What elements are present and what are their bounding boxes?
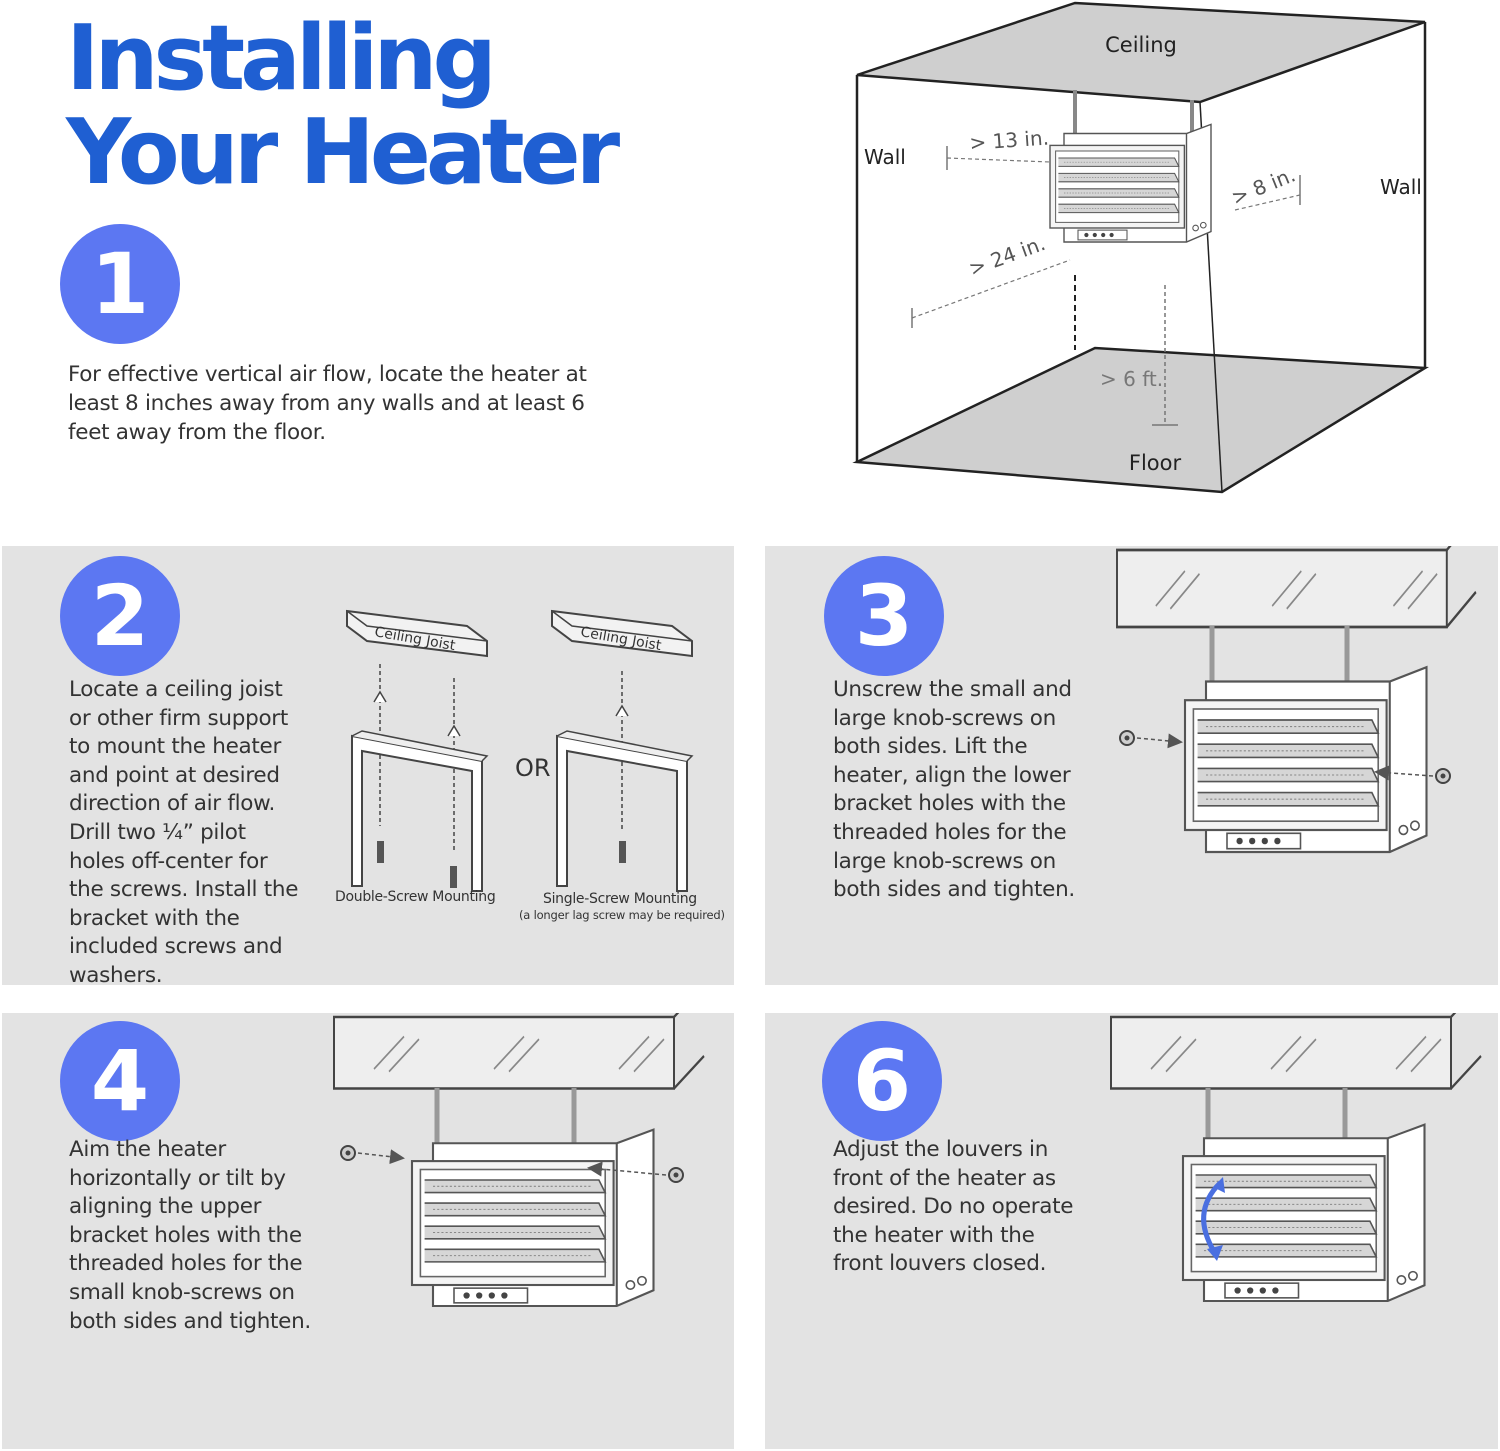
step-2-badge: 2 xyxy=(60,556,180,676)
room-heater xyxy=(1049,123,1212,243)
or-label: OR xyxy=(515,754,551,782)
louver-rotate-arrow xyxy=(1201,1181,1222,1255)
label-dist-back: > 8 in. xyxy=(1228,162,1299,209)
label-dist-floor: > 6 ft. xyxy=(1100,367,1163,391)
single-screw-caption: Single-Screw Mounting xyxy=(543,891,697,907)
label-ceiling: Ceiling xyxy=(1105,33,1177,57)
double-screw-caption: Double-Screw Mounting xyxy=(335,889,496,905)
label-wall-right: Wall xyxy=(1380,175,1422,199)
step-3-panel: 3 Unscrew the small and large knob-screw… xyxy=(765,546,1498,985)
step-6-badge: 6 xyxy=(822,1021,942,1141)
step-4-badge: 4 xyxy=(60,1021,180,1141)
label-dist-side: > 13 in. xyxy=(969,125,1050,154)
title-line-1: Installing xyxy=(66,6,497,111)
step-3-illustration xyxy=(1115,546,1478,854)
mounting-diagram: Ceiling Joist OR Ceiling Joist xyxy=(346,609,694,892)
single-screw-note: (a longer lag screw may be required) xyxy=(519,908,725,922)
step-3-badge: 3 xyxy=(824,556,944,676)
step-6-illustration xyxy=(1109,1013,1483,1303)
label-floor: Floor xyxy=(1129,451,1182,475)
label-dist-front: > 24 in. xyxy=(966,231,1049,281)
step-6-panel: 6 Adjust the louvers in front of the hea… xyxy=(765,1013,1498,1449)
step-4-text: Aim the heater horizontally or tilt by a… xyxy=(69,1137,311,1334)
step-3-text: Unscrew the small and large knob-screws … xyxy=(833,677,1075,903)
step-1-badge: 1 xyxy=(60,224,180,344)
step-1-text: For effective vertical air flow, locate … xyxy=(68,362,587,445)
label-wall-left: Wall xyxy=(864,145,906,169)
room-diagram: Ceiling Floor Wall Wall > 13 in. > 8 in.… xyxy=(852,1,1430,494)
step-4-illustration xyxy=(332,1013,706,1308)
step-6-text: Adjust the louvers in front of the heate… xyxy=(833,1137,1074,1277)
step-2-text: Locate a ceiling joist or other firm sup… xyxy=(69,677,299,988)
title-line-2: Your Heater xyxy=(66,100,620,205)
step-2-panel: 2 Locate a ceiling joist or other firm s… xyxy=(2,546,734,988)
step-4-panel: 4 Aim the heater horizontally or tilt by… xyxy=(2,1013,734,1449)
